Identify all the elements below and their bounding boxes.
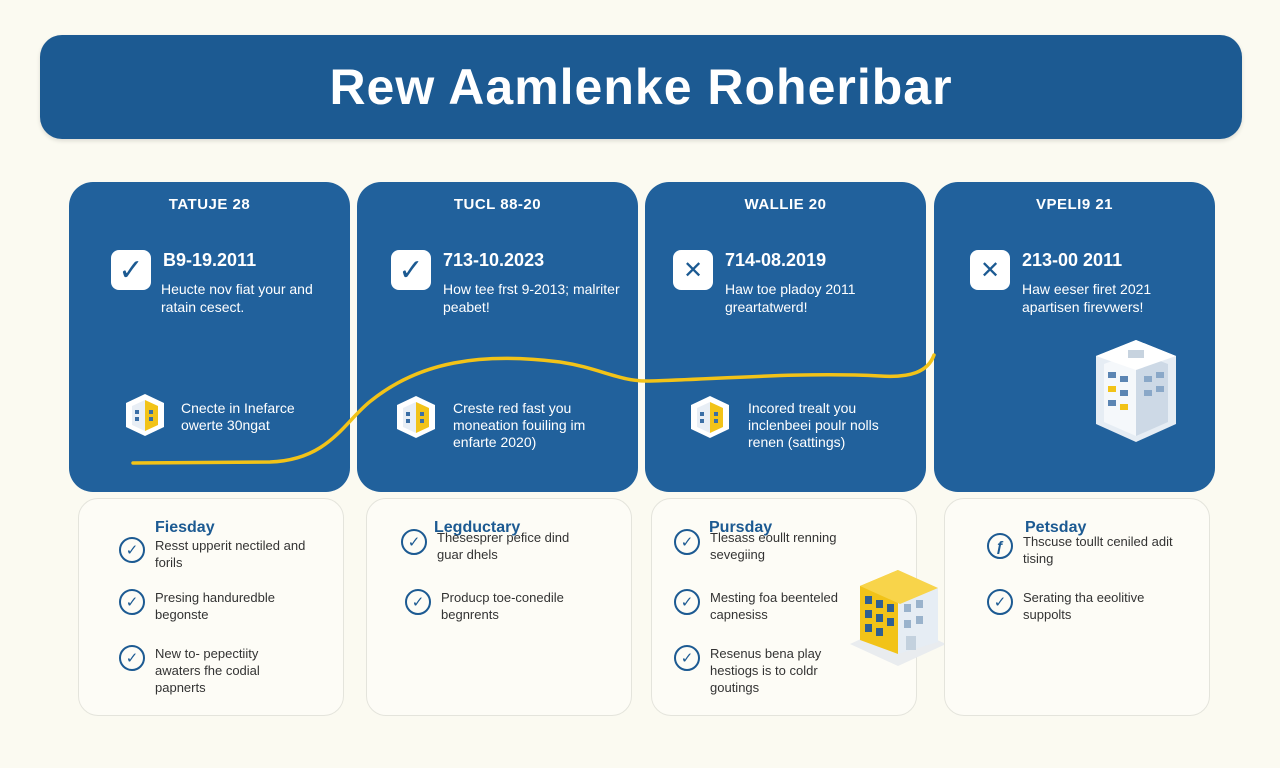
check-circle-icon: ✓ (119, 537, 145, 563)
card-description: Heucte nov fiat your and ratain cesect. (161, 281, 313, 315)
card-title: VPELI9 21 (1035, 196, 1114, 213)
card-date: 714-08.2019 (725, 250, 827, 270)
item-text: Mesting foa beenteled capnesiss (710, 590, 838, 622)
list-item: ✓ Thesesprer pefice dind guar dhels (401, 529, 597, 563)
card-description: How tee frst 9-2013; malriter peabet! (443, 281, 620, 315)
checkbox-cross-icon: ✕ (673, 250, 713, 290)
check-circle-icon: ✓ (401, 529, 427, 555)
card-note: Creste red fast you moneation fouiling i… (453, 400, 586, 450)
list-item: ✓ Tlesass eoullt renning sevegiing (674, 529, 850, 563)
list-item: ✓ Resenus bena play hestiogs is to coldr… (674, 645, 840, 696)
checkbox-checked-icon: ✓ (111, 250, 151, 290)
building-icon (126, 394, 164, 436)
timeline-card-4: VPELI9 21 ✕ 213-00 2011 Haw eeser firet … (934, 182, 1215, 492)
item-text: Presing handuredble begonste (155, 590, 275, 622)
check-circle-icon: ✓ (119, 645, 145, 671)
list-item: ✓ Serating tha eeolitive suppolts (987, 589, 1183, 623)
check-circle-icon: ✓ (674, 529, 700, 555)
phase-panel-1: Fiesday ✓ Resst upperit nectiled and for… (78, 498, 344, 716)
list-item: ✓ Producp toe-conedile begnrents (405, 589, 601, 623)
panel-title: Pursday (709, 519, 773, 536)
list-item: ✓ Mesting foa beenteled capnesiss (674, 589, 850, 623)
timeline-card-1: TATUJE 28 ✓ B9-19.2011 Heucte nov fiat y… (69, 182, 350, 492)
checkbox-checked-icon: ✓ (391, 250, 431, 290)
check-circle-icon: ✓ (405, 589, 431, 615)
checkbox-cross-icon: ✕ (970, 250, 1010, 290)
card-date: 713-10.2023 (443, 250, 545, 270)
item-text: Resenus bena play hestiogs is to coldr g… (710, 646, 822, 695)
phase-panel-2: Legductary ✓ Thesesprer pefice dind guar… (366, 498, 632, 716)
timeline-card-2: TUCL 88-20 ✓ 713-10.2023 How tee frst 9-… (357, 182, 638, 492)
list-item: ✓ Resst upperit nectiled and forils (119, 537, 315, 571)
item-text: Thesesprer pefice dind guar dhels (437, 530, 570, 562)
item-text: New to- pepectiity awaters fhe codial pa… (155, 646, 260, 695)
building-illustration-icon (850, 570, 946, 666)
list-item: ✓ New to- pepectiity awaters fhe codial … (119, 645, 295, 696)
card-note: Incored trealt you inclenbeei poulr noll… (748, 400, 879, 450)
phase-panel-4: Petsday ƒ Thscuse toullt ceniled adit ti… (944, 498, 1210, 716)
panel-title: Petsday (1025, 519, 1087, 536)
check-circle-icon: ✓ (987, 589, 1013, 615)
item-text: Thscuse toullt ceniled adit tising (1023, 534, 1173, 566)
check-circle-icon: ✓ (119, 589, 145, 615)
building-icon (691, 396, 729, 438)
card-title: TATUJE 28 (168, 196, 251, 213)
timeline-card-3: WALLIE 20 ✕ 714-08.2019 Haw toe pladoy 2… (645, 182, 926, 492)
building-icon (397, 396, 435, 438)
card-date: 213-00 2011 (1022, 250, 1123, 270)
info-circle-icon: ƒ (987, 533, 1013, 559)
check-circle-icon: ✓ (674, 589, 700, 615)
card-note: Cnecte in Inefarce owerte 30ngat (181, 400, 295, 433)
office-tower-icon (1096, 340, 1176, 442)
card-title: WALLIE 20 (744, 196, 827, 213)
item-text: Resst upperit nectiled and forils (155, 538, 306, 570)
card-description: Haw toe pladoy 2011 greartatwerd! (725, 281, 856, 315)
card-description: Haw eeser firet 2021 apartisen firevwers… (1022, 281, 1152, 315)
panel-title: Fiesday (155, 519, 215, 536)
title-banner: Rew Aamlenke Roheribar (40, 35, 1242, 139)
card-date: B9-19.2011 (163, 250, 257, 270)
item-text: Serating tha eeolitive suppolts (1023, 590, 1145, 622)
item-text: Producp toe-conedile begnrents (441, 590, 564, 622)
panel-title: Legductary (434, 519, 521, 536)
check-circle-icon: ✓ (674, 645, 700, 671)
list-item: ƒ Thscuse toullt ceniled adit tising (987, 533, 1183, 567)
page-title: Rew Aamlenke Roheribar (329, 59, 953, 115)
list-item: ✓ Presing handuredble begonste (119, 589, 315, 623)
item-text: Tlesass eoullt renning sevegiing (710, 530, 837, 562)
card-title: TUCL 88-20 (453, 196, 542, 213)
